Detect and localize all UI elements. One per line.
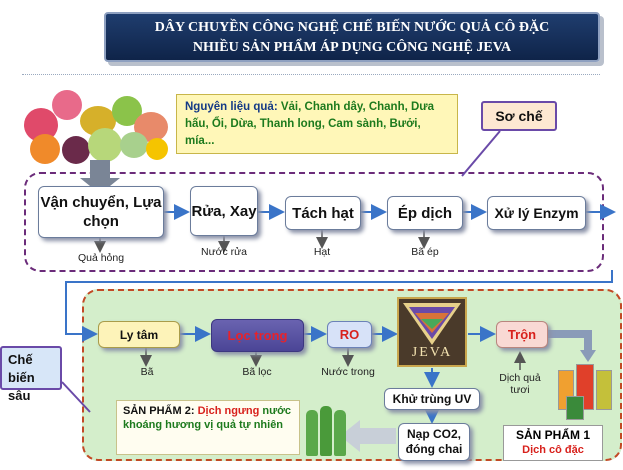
step-clarification: Lọc trong <box>211 319 304 352</box>
deep-process-label: Chế biến sâu <box>8 352 35 403</box>
byproduct-press-residue: Bã ép <box>411 246 439 258</box>
preprocess-label: Sơ chế <box>495 108 543 124</box>
product-2-name: Dịch ngưng <box>197 405 260 417</box>
juice-glasses-illustration <box>558 360 616 422</box>
raw-materials-label: Nguyên liệu quả: <box>185 101 278 113</box>
bottles-illustration <box>302 400 350 458</box>
step-transport-select: Vận chuyển, Lựa chọn <box>38 186 164 238</box>
step-centrifuge: Ly tâm <box>98 321 180 348</box>
step-pressing: Ép dịch <box>387 196 463 230</box>
title-line-2: NHIỀU SẢN PHẨM ÁP DỤNG CÔNG NGHỆ JEVA <box>192 40 512 55</box>
title-banner: DÂY CHUYỀN CÔNG NGHỆ CHẾ BIẾN NƯỚC QUẢ C… <box>104 12 600 62</box>
product-2-title: SẢN PHẨM 2: <box>123 405 195 417</box>
fruit-illustration <box>22 88 172 176</box>
product-2-desc: nước khoáng hương vị quả tự nhiên <box>123 405 292 431</box>
step-mixing: Trộn <box>496 321 548 348</box>
step-wash-grind: Rửa, Xay <box>190 186 258 236</box>
preprocess-container <box>24 172 604 272</box>
byproduct-wash-water: Nước rửa <box>200 246 248 258</box>
divider <box>22 74 600 75</box>
raw-materials-items: Vải, Chanh dây, Chanh, Dưa hấu, Ổi, Dừa,… <box>185 101 435 147</box>
product-2-box: SẢN PHẨM 2: Dịch ngưng nước khoáng hương… <box>116 400 300 455</box>
byproduct-seeds: Hạt <box>313 246 331 258</box>
jeva-logo: JEVA <box>397 297 467 367</box>
byproduct-fresh-juice: Dịch quả tươi <box>499 372 541 396</box>
preprocess-callout: Sơ chế <box>481 101 557 131</box>
byproduct-filter-residue: Bã lọc <box>242 366 272 378</box>
step-seed-removal: Tách hạt <box>285 196 361 230</box>
step-enzyme-treatment: Xử lý Enzym <box>487 196 586 230</box>
byproduct-clear-water: Nước trong <box>321 366 375 378</box>
step-uv-sterilization: Khử trùng UV <box>384 388 480 410</box>
step-reverse-osmosis: RO <box>327 321 372 348</box>
product-1-title: SẢN PHẨM 1 <box>515 428 590 442</box>
jeva-logo-text: JEVA <box>411 345 453 360</box>
raw-materials-box: Nguyên liệu quả: Vải, Chanh dây, Chanh, … <box>176 94 458 154</box>
title-line-1: DÂY CHUYỀN CÔNG NGHỆ CHẾ BIẾN NƯỚC QUẢ C… <box>154 20 550 35</box>
product-1-name: Dịch cô đặc <box>522 444 584 456</box>
deep-process-callout: Chế biến sâu <box>0 346 62 403</box>
byproduct-residue: Bã <box>140 366 154 378</box>
byproduct-damaged-fruit: Quả hỏng <box>77 252 125 264</box>
step-co2-bottling: Nạp CO2, đóng chai <box>398 423 470 461</box>
product-1-box: SẢN PHẨM 1 Dịch cô đặc <box>503 425 603 461</box>
